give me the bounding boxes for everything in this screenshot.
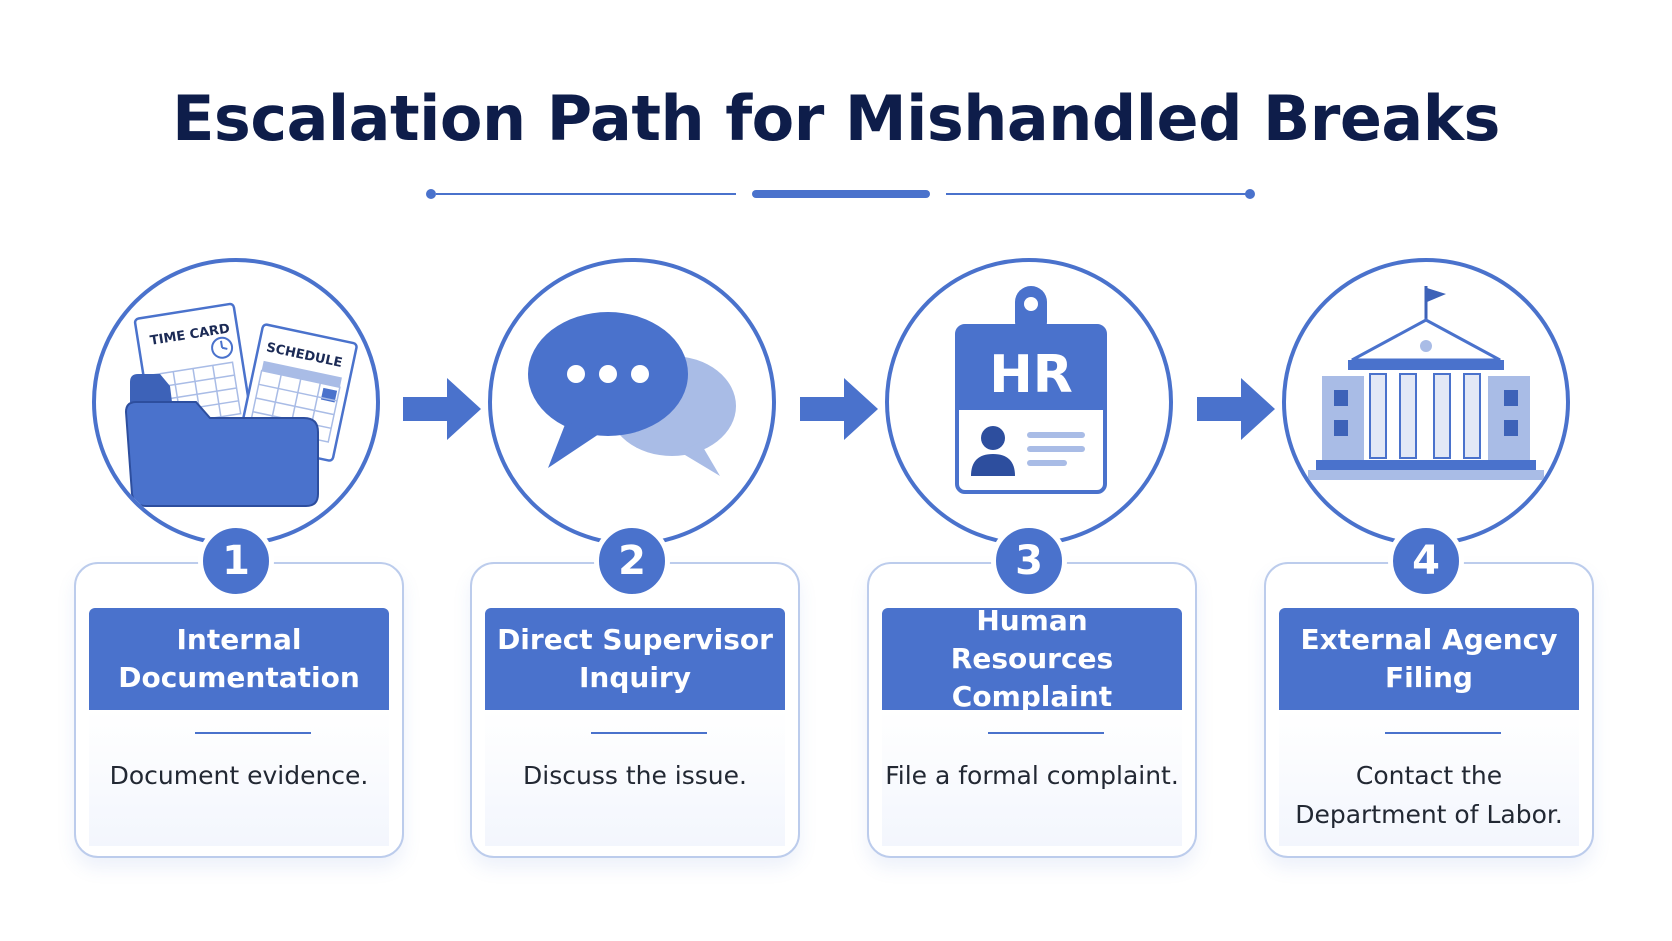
step-4: External Agency Filing Contact the Depar… — [1264, 0, 1594, 941]
step-3-description-area: File a formal complaint. — [882, 710, 1182, 846]
step-4-illustration-circle — [1282, 258, 1570, 546]
step-4-number-badge: 4 — [1388, 523, 1464, 599]
arrow-2-to-3-icon — [800, 378, 878, 440]
step-3-rule — [988, 732, 1104, 734]
step-1-illustration-circle: TIME CARD SCHEDULE — [92, 258, 380, 546]
hr-badge-text: HR — [989, 345, 1073, 405]
step-2-illustration-circle — [488, 258, 776, 546]
government-building-icon — [1308, 286, 1544, 480]
step-2: Direct Supervisor Inquiry Discuss the is… — [470, 0, 800, 941]
step-2-card: Direct Supervisor Inquiry Discuss the is… — [470, 562, 800, 858]
step-1: TIME CARD SCHEDULE — [74, 0, 404, 941]
step-4-rule — [1385, 732, 1501, 734]
step-1-rule — [195, 732, 311, 734]
title-divider — [426, 189, 1255, 199]
step-2-description: Discuss the issue. — [523, 761, 747, 790]
arrow-1-to-2-icon — [403, 378, 481, 440]
step-2-number-badge: 2 — [594, 523, 670, 599]
step-1-number-badge: 1 — [198, 523, 274, 599]
step-3-number-badge: 3 — [991, 523, 1067, 599]
step-4-description: Contact the Department of Labor. — [1295, 761, 1563, 829]
step-1-label: Internal Documentation — [89, 608, 389, 710]
arrow-3-to-4-icon — [1197, 378, 1275, 440]
step-3-description: File a formal complaint. — [885, 761, 1179, 790]
chat-bubbles-icon — [528, 312, 736, 476]
step-3-card: Human Resources Complaint File a formal … — [867, 562, 1197, 858]
step-2-label: Direct Supervisor Inquiry — [485, 608, 785, 710]
step-1-description: Document evidence. — [109, 761, 369, 790]
step-2-description-area: Discuss the issue. — [485, 710, 785, 846]
step-4-description-area: Contact the Department of Labor. — [1279, 710, 1579, 846]
step-3: HR Human Resources Complaint File a form… — [867, 0, 1197, 941]
hr-badge-icon: HR — [955, 286, 1107, 494]
step-3-illustration-circle: HR — [885, 258, 1173, 546]
step-3-label: Human Resources Complaint — [882, 604, 1182, 713]
page-title: Escalation Path for Mishandled Breaks — [172, 82, 1500, 155]
folder-timecard-schedule-icon: TIME CARD SCHEDULE — [124, 302, 358, 507]
step-1-card: Internal Documentation Document evidence… — [74, 562, 404, 858]
step-4-label: External Agency Filing — [1279, 608, 1579, 710]
step-2-rule — [591, 732, 707, 734]
step-4-card: External Agency Filing Contact the Depar… — [1264, 562, 1594, 858]
step-1-description-area: Document evidence. — [89, 710, 389, 846]
